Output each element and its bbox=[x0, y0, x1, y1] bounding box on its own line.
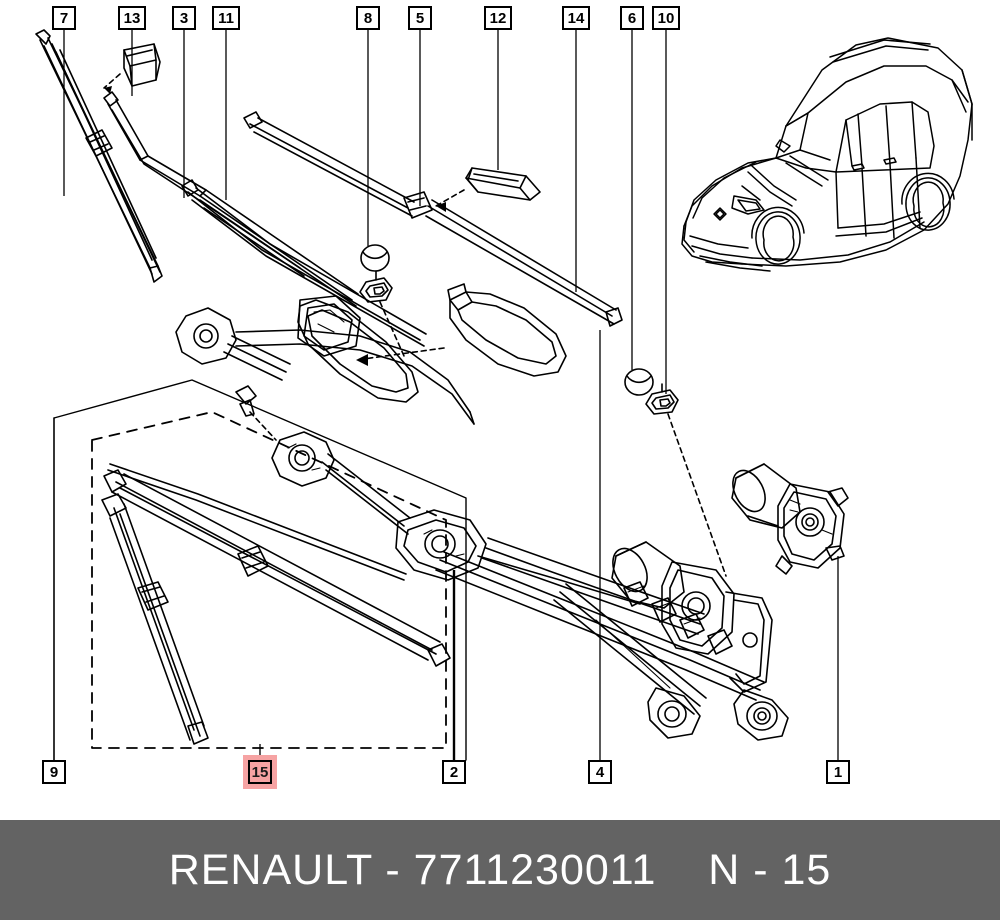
part-1-wiper-motor bbox=[731, 463, 849, 575]
callout-13[interactable]: 13 bbox=[118, 6, 146, 30]
callout-4[interactable]: 4 bbox=[588, 760, 612, 784]
callout-3[interactable]: 3 bbox=[172, 6, 196, 30]
part-2-wiper-linkage bbox=[175, 295, 705, 635]
wiper-motor-installed bbox=[553, 541, 789, 741]
callout-9[interactable]: 9 bbox=[42, 760, 66, 784]
callout-5[interactable]: 5 bbox=[408, 6, 432, 30]
callout-10[interactable]: 10 bbox=[652, 6, 680, 30]
part-number-caption: RENAULT - 7711230011 N - 15 bbox=[168, 845, 832, 894]
part-6-spindle-cap bbox=[624, 368, 654, 396]
part-7-wiper-blade bbox=[35, 29, 163, 283]
callout-2[interactable]: 2 bbox=[442, 760, 466, 784]
callout-8[interactable]: 8 bbox=[356, 6, 380, 30]
kit-blade-rail bbox=[107, 463, 407, 581]
callout-15[interactable]: 15 bbox=[248, 760, 272, 784]
part-3-wiper-arm bbox=[103, 91, 359, 307]
callout-6[interactable]: 6 bbox=[620, 6, 644, 30]
part-13-cap bbox=[103, 43, 161, 94]
wiper-blade-long bbox=[103, 469, 451, 667]
callout-1[interactable]: 1 bbox=[826, 760, 850, 784]
exploded-parts-illustration bbox=[35, 29, 973, 761]
vehicle-illustration bbox=[681, 37, 973, 272]
callout-11[interactable]: 11 bbox=[212, 6, 240, 30]
wiper-blade-short bbox=[101, 493, 209, 745]
diagram-canvas: 7 13 3 11 8 5 12 14 6 10 9 15 2 4 1 bbox=[35, 6, 973, 784]
footer-bar: RENAULT - 7711230011 N - 15 bbox=[0, 820, 1000, 920]
part-5-wiper-arm-assembly bbox=[243, 111, 623, 327]
callout-12[interactable]: 12 bbox=[484, 6, 512, 30]
part-14-cowl-seal bbox=[355, 283, 567, 377]
part-11-wiper-arm bbox=[181, 179, 427, 347]
part-15-blade-set-box bbox=[91, 411, 447, 749]
callout-7[interactable]: 7 bbox=[52, 6, 76, 30]
callout-14[interactable]: 14 bbox=[562, 6, 590, 30]
part-12-cover-cap bbox=[435, 167, 541, 212]
part-4-linkage-rods bbox=[435, 551, 765, 701]
part-10-spindle-nut bbox=[645, 383, 727, 577]
part-8-spindle-cap bbox=[359, 244, 405, 357]
